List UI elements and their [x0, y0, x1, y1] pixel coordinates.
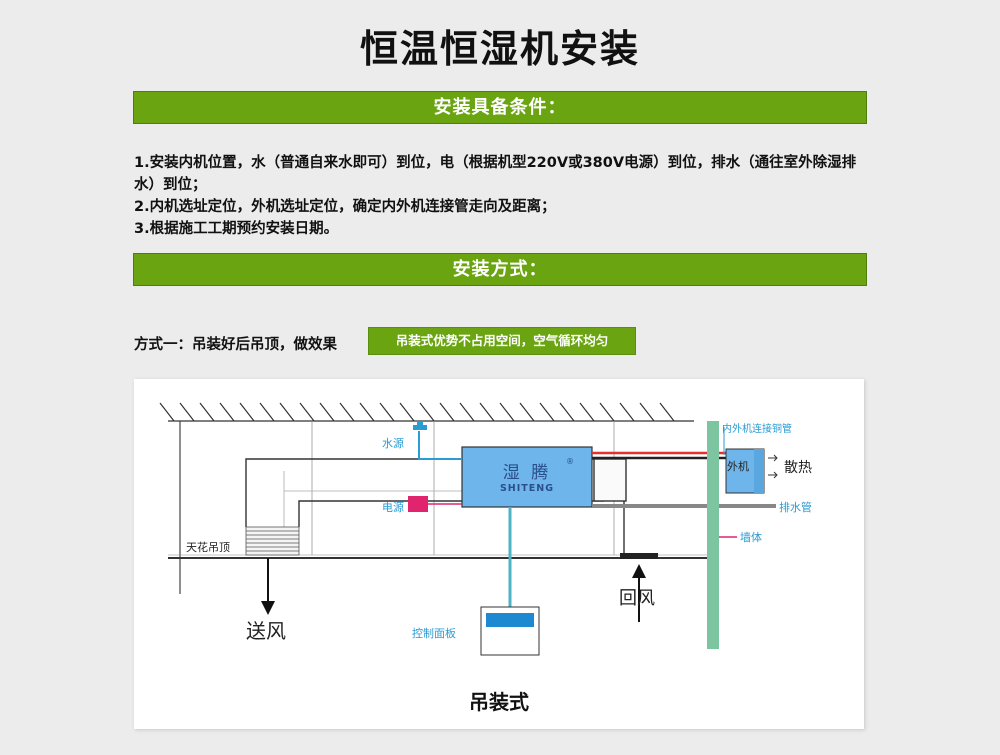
- control-panel-device: [480, 606, 540, 656]
- ceiling-hatch-mark: [579, 402, 595, 422]
- ceiling-hatch-mark: [499, 402, 515, 422]
- method-one-text: 方式一：吊装好后吊顶，做效果: [134, 337, 337, 353]
- supply-diffuser: [245, 526, 300, 556]
- condition-item: 2.内机选址定位，外机选址定位，确定内外机连接管走向及距离；: [134, 199, 556, 215]
- ceiling-hatch-mark: [559, 402, 575, 422]
- heat-arrows: [768, 454, 778, 479]
- ceiling-label: 天花吊顶: [186, 541, 230, 554]
- ceiling-hatch-mark: [299, 402, 315, 422]
- ceiling-hatch-mark: [459, 402, 475, 422]
- ceiling-hatch-mark: [619, 402, 635, 422]
- outdoor-unit-label: 外机: [727, 460, 749, 473]
- ceiling-hatch-mark: [539, 402, 555, 422]
- ceiling-hatch-mark: [359, 402, 375, 422]
- ceiling-hatch-mark: [659, 402, 675, 422]
- conditions-list: 1.安装内机位置，水（普通自来水即可）到位，电（根据机型220V或380V电源）…: [134, 152, 864, 240]
- power-source-label: 电源: [382, 501, 404, 514]
- unit-brand-chinese: 湿 腾: [502, 463, 552, 483]
- condition-item: 3.根据施工工期预约安装日期。: [134, 221, 339, 237]
- ceiling-hatch-mark: [239, 402, 255, 422]
- unit-brand-english: SHITENG: [499, 483, 555, 494]
- ceiling-hatch-mark: [639, 402, 655, 422]
- building-wall: [707, 421, 719, 649]
- ceiling-hatch-mark: [259, 402, 275, 422]
- water-source-label: 水源: [382, 437, 404, 450]
- method-one-badge: 吊装式优势不占用空间，空气循环均匀: [368, 327, 636, 355]
- ceiling-hatch-mark: [439, 402, 455, 422]
- drain-pipe-label: 排水管: [779, 501, 812, 514]
- indoor-unit: [461, 446, 593, 508]
- outdoor-unit: [725, 448, 765, 494]
- control-panel-label: 控制面板: [412, 627, 456, 640]
- ceiling-hatch-mark: [199, 402, 215, 422]
- return-air-label: 回风: [619, 588, 655, 609]
- power-box: [408, 496, 428, 512]
- ceiling-hatch-mark: [519, 402, 535, 422]
- ceiling-hatch-mark: [179, 402, 195, 422]
- ceiling-hatch-mark: [219, 402, 235, 422]
- supply-air-arrow: [261, 558, 275, 615]
- ceiling-hatch-mark: [419, 402, 435, 422]
- conditions-header: 安装具备条件：: [133, 91, 867, 124]
- supply-duct: [245, 458, 462, 527]
- ceiling-hatch-mark: [399, 402, 415, 422]
- ceiling-slab: [159, 402, 694, 422]
- ceiling-hatch-mark: [279, 402, 295, 422]
- water-pipe: [418, 431, 462, 460]
- ceiling-hatch-mark: [479, 402, 495, 422]
- condition-item: 1.安装内机位置，水（普通自来水即可）到位，电（根据机型220V或380V电源）…: [134, 155, 857, 193]
- ceiling-hatch-mark: [379, 402, 395, 422]
- registered-mark: ®: [566, 457, 574, 466]
- methods-header: 安装方式：: [133, 253, 867, 286]
- page-title: 恒温恒湿机安装: [359, 27, 640, 71]
- wall-label: 墙体: [740, 531, 762, 544]
- diagram-drawing: [159, 402, 778, 656]
- return-air-arrow: [632, 564, 646, 622]
- installation-diagram: 水源 电源 天花吊顶 送风 回风 控制面板 内外机连接铜管 外机 散热 排水管 …: [134, 379, 864, 729]
- ceiling-hatch-mark: [599, 402, 615, 422]
- ceiling-hatch-mark: [159, 402, 175, 422]
- supply-air-label: 送风: [246, 619, 286, 643]
- ceiling-hatch-mark: [319, 402, 335, 422]
- copper-pipe-label: 内外机连接铜管: [722, 424, 792, 435]
- ceiling-hatch-mark: [339, 402, 355, 422]
- diagram-caption: 吊装式: [469, 690, 529, 714]
- return-grille: [620, 553, 658, 559]
- heat-dissipation-label: 散热: [784, 460, 812, 476]
- faucet-icon: [413, 421, 427, 430]
